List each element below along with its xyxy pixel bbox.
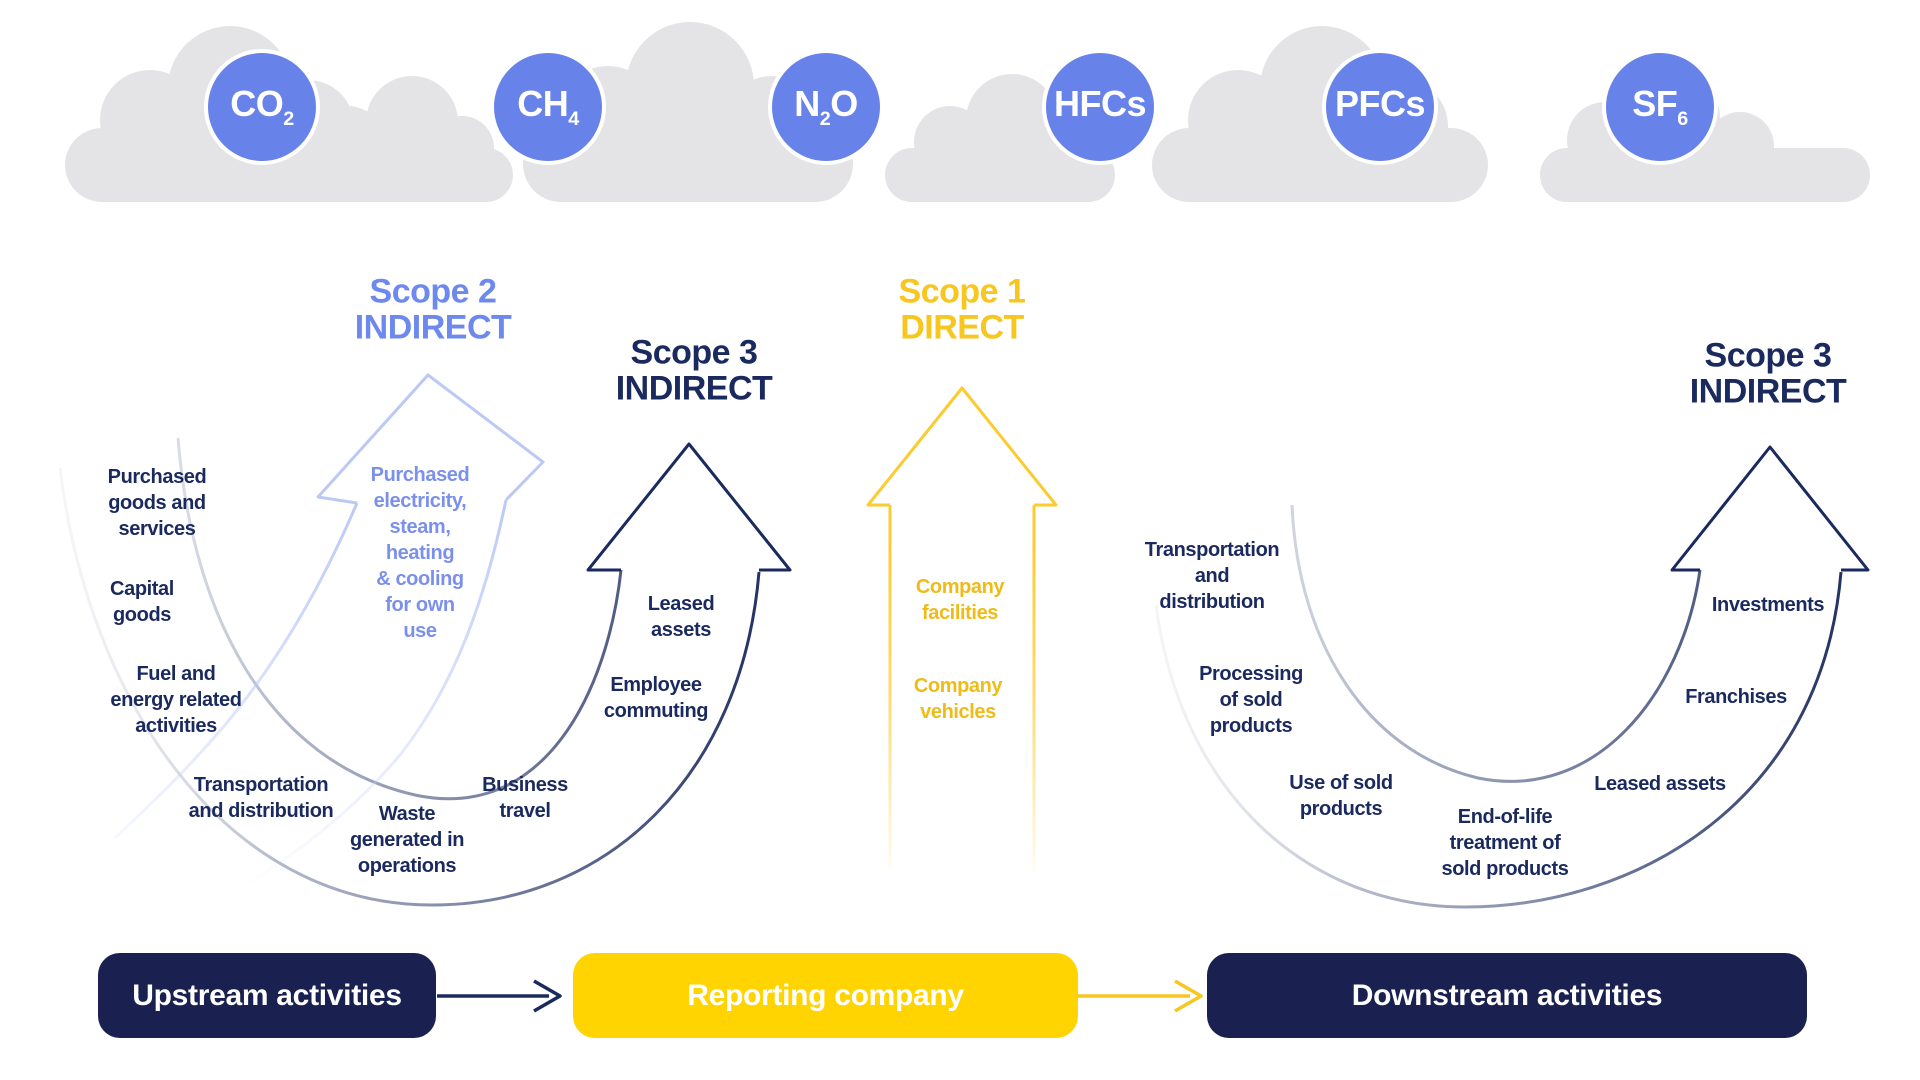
cloud <box>1152 26 1488 202</box>
gas-formula: HFCs <box>1053 83 1147 125</box>
downstream-activities-box-label: Downstream activities <box>1351 978 1663 1012</box>
scope1-company-vehicles-label: Company vehicles <box>913 675 1003 723</box>
downstream-transportation-label: Transportation and distribution <box>1144 539 1280 613</box>
upstream-transportation-label: Transportation and distribution <box>188 774 334 822</box>
gas-badge-sf6: SF6 <box>1632 83 1688 131</box>
gas-badge-ch4: CH4 <box>517 83 579 131</box>
gas-subscript: 4 <box>568 107 579 130</box>
cloud <box>885 74 1115 202</box>
sf6-circle <box>1602 49 1718 165</box>
hfcs-circle <box>1042 49 1158 165</box>
downstream-end-of-life-label: End-of-life treatment of sold products <box>1441 806 1569 880</box>
flow-connectors <box>437 979 1203 1013</box>
scope3-upstream-arrowhead <box>586 442 792 572</box>
gas-formula: CO <box>230 83 284 125</box>
scope1-arrowhead <box>866 386 1058 507</box>
downstream-leased-assets-label: Leased assets <box>1594 773 1726 795</box>
n2o-circle <box>768 49 884 165</box>
co2-circle <box>204 49 320 165</box>
downstream-use-of-sold-label: Use of sold products <box>1289 772 1393 820</box>
gas-formula-tail: O <box>830 83 858 125</box>
upstream-leased-assets-label: Leased assets <box>647 593 715 641</box>
upstream-capital-goods-label: Capital goods <box>110 578 174 626</box>
scope3-downstream-arrowhead <box>1670 445 1870 572</box>
upstream-activities-box: Upstream activities <box>98 953 436 1038</box>
scope1-title: Scope 1 DIRECT <box>898 272 1026 346</box>
downstream-investments-label: Investments <box>1711 594 1825 616</box>
scope2-activity-label: Purchased electricity, steam, heating & … <box>370 464 470 642</box>
gas-badge-co2: CO2 <box>230 83 294 131</box>
scope3-downstream-title: Scope 3 INDIRECT <box>1689 336 1847 410</box>
gas-formula: SF <box>1632 83 1678 125</box>
gas-badge-pfcs: PFCs <box>1334 83 1426 131</box>
scope3-downstream-arrow <box>1154 445 1870 909</box>
ghg-clouds <box>65 22 1870 202</box>
scope2-arrow <box>113 373 545 890</box>
gas-subscript: 2 <box>819 107 831 130</box>
ch4-circle <box>490 49 606 165</box>
upstream-activities-box-label: Upstream activities <box>132 978 402 1012</box>
downstream-activities-box: Downstream activities <box>1207 953 1807 1038</box>
scope2-arrowhead <box>316 373 545 505</box>
upstream-fuel-energy-label: Fuel and energy related activities <box>110 663 242 737</box>
upstream-purchased-goods-label: Purchased goods and services <box>107 466 207 540</box>
reporting-to-downstream-arrowhead-icon <box>1174 979 1203 1013</box>
scope1-company-facilities-label: Company facilities <box>915 576 1005 624</box>
gas-formula: PFCs <box>1334 83 1426 125</box>
gas-subscript: 2 <box>283 107 294 130</box>
scope3-upstream-arrow <box>58 437 792 907</box>
reporting-company-box-label: Reporting company <box>687 978 964 1012</box>
gas-badge-hfcs: HFCs <box>1053 83 1147 131</box>
downstream-franchises-label: Franchises <box>1685 686 1787 708</box>
upstream-waste-label: Waste generated in operations <box>349 803 465 877</box>
gas-subscript: 6 <box>1677 107 1688 130</box>
downstream-processing-label: Processing of sold products <box>1199 663 1303 737</box>
upstream-employee-commuting-label: Employee commuting <box>603 674 709 722</box>
gas-circles <box>204 49 1718 165</box>
upstream-business-travel-label: Business travel <box>482 774 568 822</box>
upstream-to-reporting-arrowhead-icon <box>533 979 562 1013</box>
gas-formula: N <box>794 83 820 125</box>
gas-formula: CH <box>517 83 569 125</box>
pfcs-circle <box>1322 49 1438 165</box>
scope1-arrow <box>866 386 1058 872</box>
scope3-upstream-title: Scope 3 INDIRECT <box>615 333 773 407</box>
scope2-title: Scope 2 INDIRECT <box>354 272 512 346</box>
cloud <box>283 76 513 202</box>
gas-badge-n2o: N2O <box>794 83 858 131</box>
reporting-company-box: Reporting company <box>573 953 1078 1038</box>
